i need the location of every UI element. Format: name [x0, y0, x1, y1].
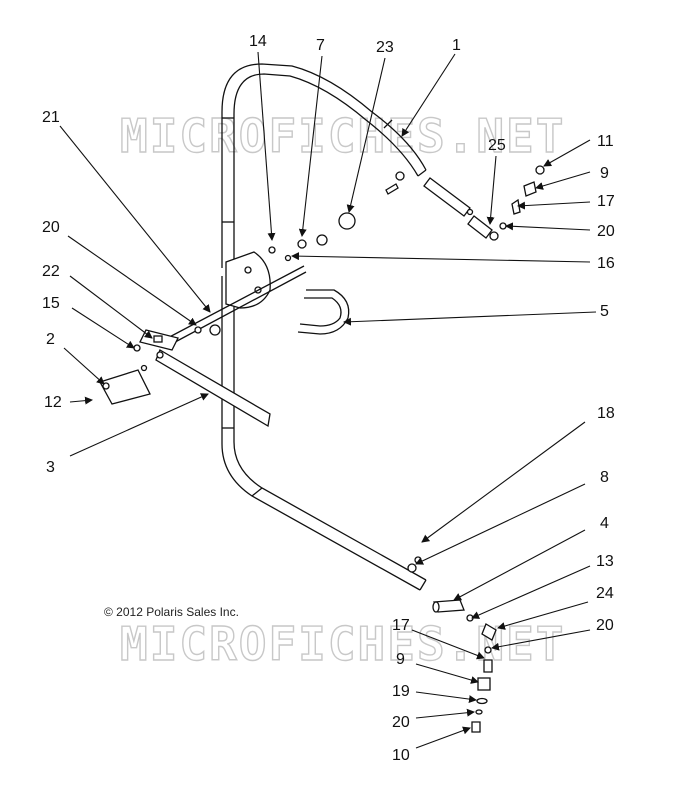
watermark-bottom: MICROFICHES.NET — [120, 617, 565, 671]
callout-21: 21 — [42, 109, 60, 126]
callout-9-upper: 9 — [600, 165, 609, 182]
callout-17-lower: 17 — [392, 617, 410, 634]
callout-10: 10 — [392, 747, 410, 764]
leader-lines — [59, 51, 597, 749]
copyright-text: © 2012 Polaris Sales Inc. — [104, 605, 239, 619]
mounting-plate — [225, 251, 271, 309]
callout-3: 3 — [46, 459, 55, 476]
upper-tube-end — [423, 177, 499, 241]
callout-20-lower-left: 20 — [392, 714, 410, 731]
callout-15: 15 — [42, 295, 60, 312]
callout-16: 16 — [597, 255, 615, 272]
support-arm — [155, 349, 271, 428]
callout-24: 24 — [596, 585, 614, 602]
main-frame-tube — [221, 63, 427, 268]
callout-labels: 14 7 23 1 21 25 11 9 17 20 20 16 22 5 15… — [42, 33, 615, 764]
callout-8: 8 — [600, 469, 609, 486]
callout-2: 2 — [46, 331, 55, 348]
upper-fastener-stack — [499, 165, 545, 230]
strap — [99, 364, 151, 405]
watermark-top: MICROFICHES.NET — [120, 109, 565, 163]
callout-22: 22 — [42, 263, 60, 280]
u-bolt — [297, 289, 350, 335]
callout-19: 19 — [392, 683, 410, 700]
upper-hardware — [385, 171, 474, 216]
callout-9-lower: 9 — [396, 651, 405, 668]
callout-18: 18 — [597, 405, 615, 422]
callout-13: 13 — [596, 553, 614, 570]
callout-1: 1 — [452, 37, 461, 54]
callout-4: 4 — [600, 515, 609, 532]
callout-7: 7 — [316, 37, 325, 54]
callout-20-upper: 20 — [597, 223, 615, 240]
callout-25: 25 — [488, 137, 506, 154]
callout-14: 14 — [249, 33, 267, 50]
callout-20-lower-right: 20 — [596, 617, 614, 634]
cross-shaft — [159, 265, 307, 349]
callout-20-left: 20 — [42, 219, 60, 236]
callout-5: 5 — [600, 303, 609, 320]
callout-23: 23 — [376, 39, 394, 56]
bracket — [133, 329, 179, 352]
lower-tube-end — [432, 599, 465, 613]
shaft-hardware — [194, 212, 356, 336]
callout-17-upper: 17 — [597, 193, 615, 210]
lower-frame-tube — [221, 276, 427, 591]
callout-11: 11 — [597, 133, 614, 150]
callout-12: 12 — [44, 394, 62, 411]
